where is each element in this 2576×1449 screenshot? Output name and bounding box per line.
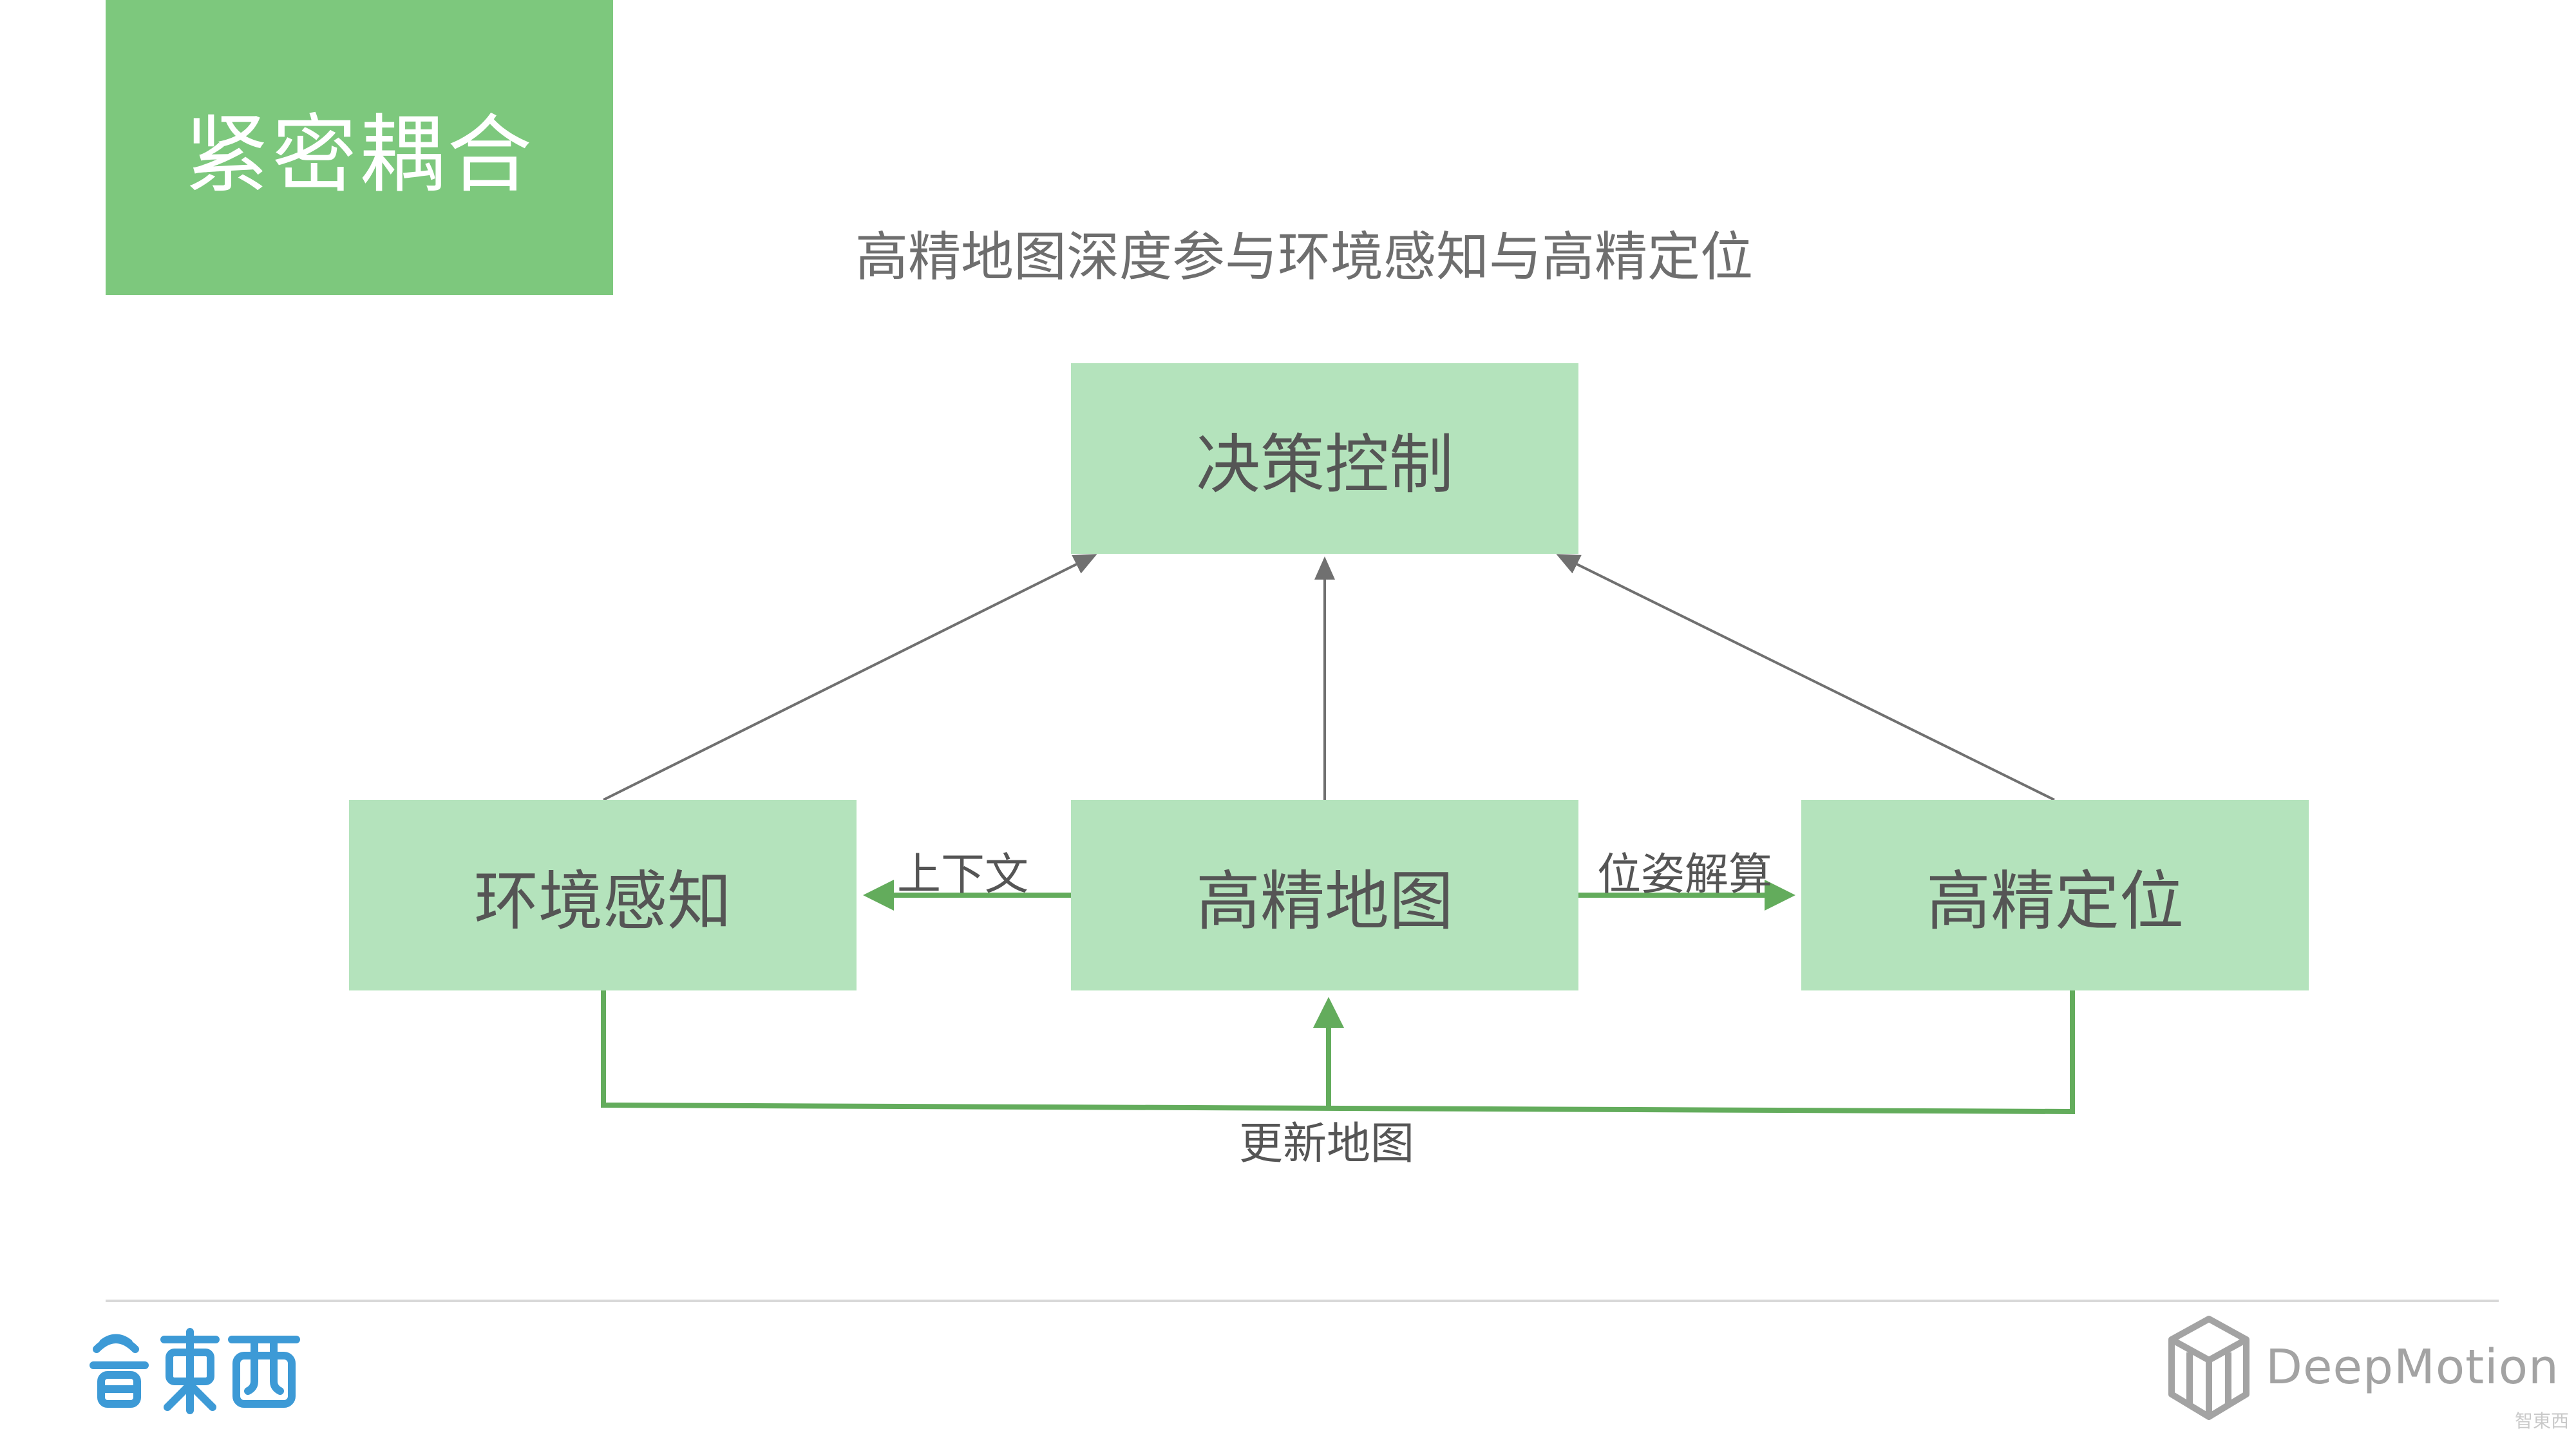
deepmotion-logo: DeepMotion: [2164, 1314, 2559, 1423]
corner-watermark: 智東西: [2515, 1410, 2570, 1432]
node-decision-control: 决策控制: [1071, 363, 1578, 554]
deepmotion-cube-icon: [2168, 1316, 2249, 1420]
slide-subtitle: 高精地图深度参与环境感知与高精定位: [855, 227, 1753, 288]
title-block: 紧密耦合: [106, 0, 613, 295]
label-update-map: 更新地图: [1238, 1119, 1414, 1170]
deepmotion-wordmark: DeepMotion: [2266, 1340, 2559, 1395]
update-loop-line: [601, 990, 2075, 1115]
slide-title: 紧密耦合: [184, 105, 535, 205]
footer-divider: [106, 1300, 2499, 1302]
label-context: 上下文: [897, 849, 1029, 900]
node-hd-map: 高精地图: [1071, 800, 1578, 990]
arrow-localization-to-decision: [1556, 554, 2055, 801]
node-hd-localization: 高精定位: [1801, 800, 2309, 990]
arrow-perception-to-decision: [603, 554, 1097, 801]
label-pose-solving: 位姿解算: [1597, 849, 1773, 900]
node-environment-perception: 环境感知: [349, 800, 857, 990]
zhidongxi-logo: [90, 1328, 300, 1414]
